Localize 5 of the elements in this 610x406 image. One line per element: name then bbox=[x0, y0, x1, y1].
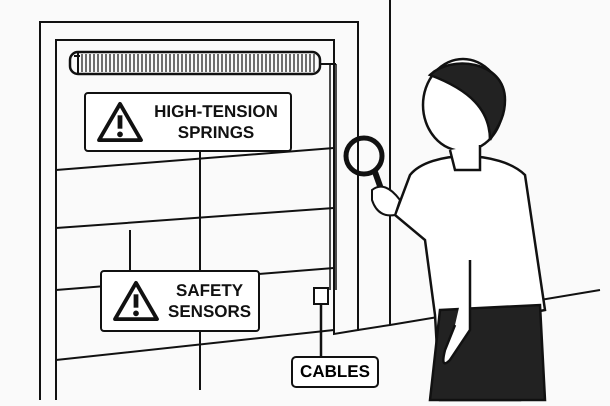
callout-label: CABLES bbox=[291, 356, 379, 388]
warning-sign bbox=[100, 270, 260, 332]
leader-line bbox=[320, 305, 322, 356]
sensor-bracket bbox=[313, 287, 329, 305]
warning-sign bbox=[84, 92, 292, 152]
